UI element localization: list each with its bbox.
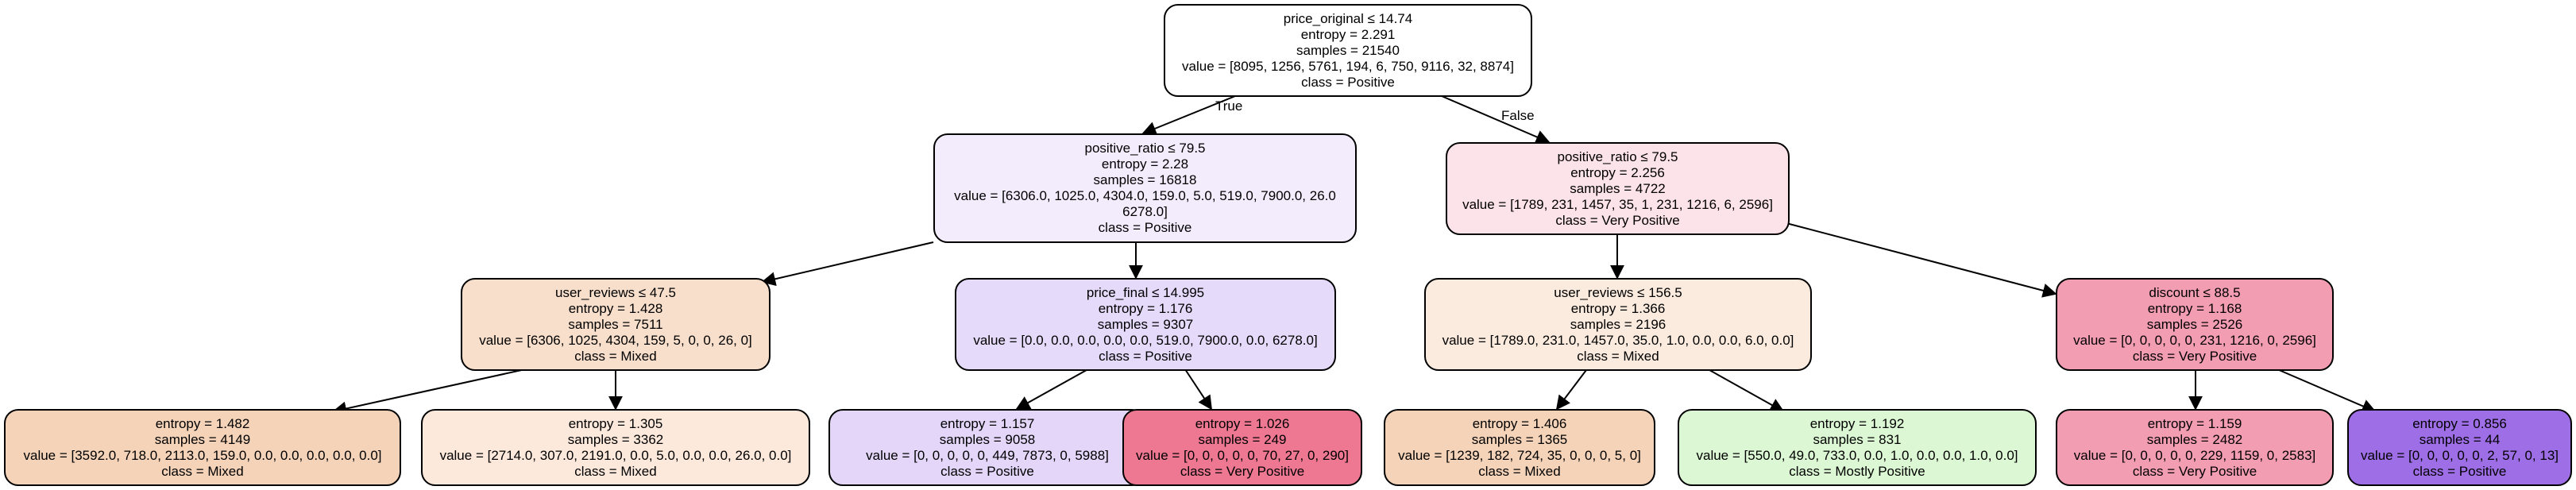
- node-split: user_reviews ≤ 47.5: [554, 284, 676, 300]
- node-entropy: entropy = 1.428: [568, 300, 663, 316]
- node-value: value = [6306.0, 1025.0, 4304.0, 159.0, …: [954, 188, 1336, 203]
- node-n6: discount ≤ 88.5 entropy = 1.168 samples …: [2056, 278, 2334, 371]
- node-entropy: entropy = 1.026: [1195, 415, 1290, 431]
- node-split: user_reviews ≤ 156.5: [1554, 284, 1682, 300]
- leaf-l2: entropy = 1.305 samples = 3362 value = […: [421, 409, 810, 486]
- node-value: value = [1239, 182, 724, 35, 0, 0, 0, 5,…: [1398, 447, 1641, 463]
- node-entropy: entropy = 1.159: [2147, 415, 2242, 431]
- node-class: class = Mixed: [1478, 463, 1561, 479]
- node-entropy: entropy = 1.406: [1472, 415, 1567, 431]
- node-value: value = [2714.0, 307.0, 2191.0, 0.0, 5.0…: [439, 447, 792, 463]
- node-class: class = Mixed: [574, 463, 657, 479]
- edge-n4-l4: [1183, 366, 1212, 411]
- node-entropy: entropy = 0.856: [2412, 415, 2507, 431]
- edge-n5-l6: [1703, 366, 1785, 412]
- leaf-l6: entropy = 1.192 samples = 831 value = [5…: [1678, 409, 2037, 486]
- node-class: class = Positive: [2412, 463, 2507, 479]
- node-n2: positive_ratio ≤ 79.5 entropy = 2.256 sa…: [1446, 142, 1790, 235]
- edge-n5-l5: [1555, 366, 1589, 411]
- node-samples: samples = 44: [2419, 431, 2501, 447]
- node-samples: samples = 4722: [1570, 180, 1666, 196]
- node-value: value = [0, 0, 0, 0, 0, 229, 1159, 0, 25…: [2073, 447, 2316, 463]
- node-entropy: entropy = 1.168: [2147, 300, 2242, 316]
- node-value: value = [0, 0, 0, 0, 0, 231, 1216, 0, 25…: [2073, 332, 2316, 348]
- node-n5: user_reviews ≤ 156.5 entropy = 1.366 sam…: [1424, 278, 1812, 371]
- node-class: class = Positive: [940, 463, 1034, 479]
- node-value: value = [0, 0, 0, 0, 0, 70, 27, 0, 290]: [1136, 447, 1349, 463]
- node-root: price_original ≤ 14.74 entropy = 2.291 s…: [1164, 4, 1532, 97]
- node-class: class = Mixed: [1577, 348, 1659, 364]
- edge-n6-l8: [2271, 366, 2377, 413]
- edge-n4-l3: [1015, 366, 1093, 410]
- node-samples: samples = 16818: [1093, 172, 1197, 187]
- node-samples: samples = 831: [1813, 431, 1902, 447]
- node-class: class = Positive: [1098, 220, 1192, 235]
- node-n1: positive_ratio ≤ 79.5 entropy = 2.28 sam…: [933, 133, 1357, 243]
- node-class: class = Very Positive: [1555, 212, 1680, 228]
- edge-label-true: True: [1215, 98, 1243, 114]
- node-value-cont: 6278.0]: [1122, 204, 1168, 219]
- node-samples: samples = 9307: [1097, 316, 1194, 332]
- node-split: price_original ≤ 14.74: [1283, 10, 1413, 26]
- edge-n3-l1: [332, 366, 537, 416]
- node-class: class = Mixed: [574, 348, 657, 364]
- node-split: positive_ratio ≤ 79.5: [1557, 149, 1678, 164]
- node-class: class = Positive: [1099, 348, 1192, 364]
- node-entropy: entropy = 1.305: [568, 415, 663, 431]
- node-samples: samples = 249: [1198, 431, 1287, 447]
- node-samples: samples = 2196: [1570, 316, 1666, 332]
- node-samples: samples = 4149: [154, 431, 251, 447]
- leaf-l7: entropy = 1.159 samples = 2482 value = […: [2056, 409, 2334, 486]
- node-samples: samples = 1365: [1471, 431, 1568, 447]
- node-value: value = [0.0, 0.0, 0.0, 0.0, 0.0, 519.0,…: [973, 332, 1318, 348]
- leaf-very-positive-crimson: entropy = 1.026 samples = 249 value = [0…: [1122, 409, 1362, 486]
- node-value: value = [0, 0, 0, 0, 0, 2, 57, 0, 13]: [2360, 447, 2559, 463]
- leaf-l1: entropy = 1.482 samples = 4149 value = […: [4, 409, 401, 486]
- node-split: price_final ≤ 14.995: [1086, 284, 1205, 300]
- node-entropy: entropy = 1.157: [940, 415, 1035, 431]
- leaf-l8: entropy = 0.856 samples = 44 value = [0,…: [2347, 409, 2572, 486]
- node-n4: price_final ≤ 14.995 entropy = 1.176 sam…: [955, 278, 1336, 371]
- node-split: discount ≤ 88.5: [2149, 284, 2241, 300]
- node-value: value = [1789, 231, 1457, 35, 1, 231, 12…: [1462, 196, 1773, 212]
- node-entropy: entropy = 1.482: [155, 415, 250, 431]
- node-value: value = [8095, 1256, 5761, 194, 6, 750, …: [1182, 58, 1514, 74]
- node-entropy: entropy = 2.28: [1101, 156, 1189, 172]
- node-entropy: entropy = 1.192: [1809, 415, 1905, 431]
- node-class: class = Very Positive: [1180, 463, 1305, 479]
- node-samples: samples = 9058: [939, 431, 1036, 447]
- node-split: positive_ratio ≤ 79.5: [1084, 141, 1206, 156]
- node-samples: samples = 7511: [568, 316, 663, 332]
- node-value: value = [6306, 1025, 4304, 159, 5, 0, 0,…: [479, 332, 752, 348]
- node-entropy: entropy = 1.176: [1098, 300, 1193, 316]
- edge-n2-n6: [1782, 222, 2057, 298]
- edge-root-n2: [1441, 95, 1551, 144]
- leaf-l5: entropy = 1.406 samples = 1365 value = […: [1384, 409, 1655, 486]
- node-class: class = Very Positive: [2132, 463, 2257, 479]
- node-entropy: entropy = 2.291: [1300, 26, 1396, 42]
- node-samples: samples = 2526: [2146, 316, 2243, 332]
- node-samples: samples = 21540: [1296, 42, 1400, 58]
- node-class: class = Positive: [1301, 74, 1395, 90]
- node-value: value = [550.0, 49.0, 733.0, 0.0, 1.0, 0…: [1696, 447, 2018, 463]
- node-samples: samples = 3362: [567, 431, 664, 447]
- node-samples: samples = 2482: [2146, 431, 2243, 447]
- node-entropy: entropy = 2.256: [1570, 164, 1665, 180]
- edge-label-false: False: [1501, 108, 1535, 123]
- edge-root-n1: [1141, 95, 1236, 136]
- node-entropy: entropy = 1.366: [1570, 300, 1666, 316]
- leaf-l3: entropy = 1.157 samples = 9058 value = […: [828, 409, 1146, 486]
- edge-n1-n3: [761, 241, 934, 287]
- node-value: value = [1789.0, 231.0, 1457.0, 35.0, 1.…: [1442, 332, 1794, 348]
- node-class: class = Mostly Positive: [1789, 463, 1925, 479]
- node-class: class = Mixed: [161, 463, 244, 479]
- node-value: value = [3592.0, 718.0, 2113.0, 159.0, 0…: [23, 447, 382, 463]
- node-n3: user_reviews ≤ 47.5 entropy = 1.428 samp…: [461, 278, 770, 371]
- node-class: class = Very Positive: [2132, 348, 2257, 364]
- node-value: value = [0, 0, 0, 0, 0, 449, 7873, 0, 59…: [866, 447, 1109, 463]
